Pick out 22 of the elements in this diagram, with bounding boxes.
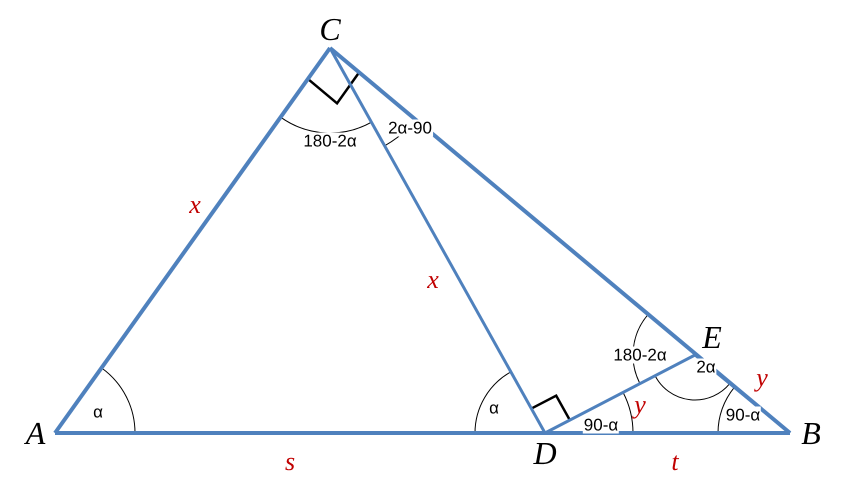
angle-label: 180-2α bbox=[612, 346, 668, 364]
angle-label: 90-α bbox=[724, 406, 762, 424]
edge-label: s bbox=[284, 449, 296, 475]
angle-label: 90-α bbox=[582, 416, 620, 434]
line-segment bbox=[328, 47, 546, 434]
edge-label: x bbox=[427, 267, 439, 293]
angle-label: 180-2α bbox=[302, 132, 358, 150]
point-label: C bbox=[312, 10, 348, 48]
point-label: A bbox=[16, 413, 55, 453]
point-label: D bbox=[527, 433, 563, 473]
edge-label: t bbox=[671, 449, 679, 475]
line-segment bbox=[545, 431, 790, 435]
point-label: E bbox=[695, 318, 729, 355]
angle-label: 2α bbox=[695, 358, 717, 376]
point-label: B bbox=[790, 413, 832, 453]
angle-label: 2α-90 bbox=[387, 120, 433, 136]
line-segment bbox=[53, 46, 332, 434]
line-segment bbox=[55, 431, 545, 435]
edge-label: x bbox=[189, 192, 201, 218]
edge-label: y bbox=[634, 392, 646, 418]
edge-label: y bbox=[756, 365, 768, 391]
line-segment bbox=[694, 354, 791, 434]
